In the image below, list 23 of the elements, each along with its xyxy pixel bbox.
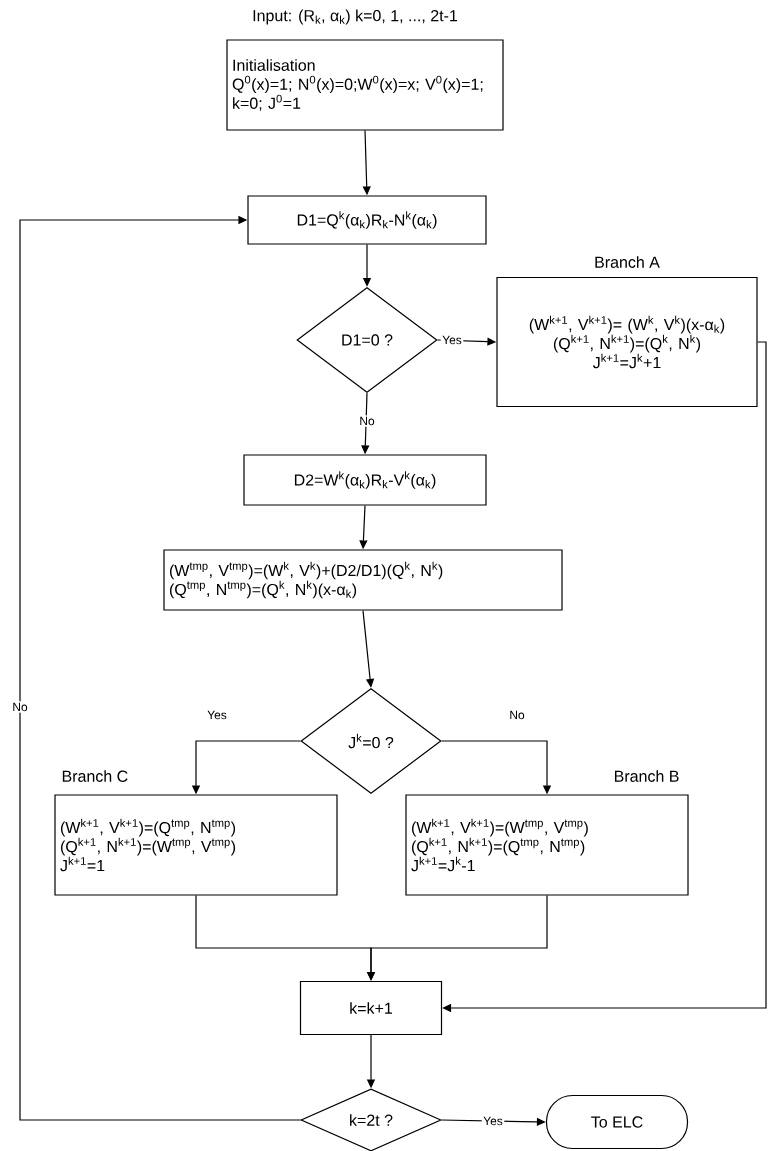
edge-label: No bbox=[507, 709, 527, 721]
arrow bbox=[441, 1117, 546, 1126]
process-box: D2=W$^{k}$(α$_{k}$)R$_{k}$-V$^{k}$(α$_{k}$) bbox=[243, 454, 487, 506]
edge-label: No bbox=[10, 701, 30, 713]
arrow bbox=[362, 610, 375, 688]
process-box: D1=Q$^{k}$(α$_{k}$)R$_{k}$-N$^{k}$(α$_{k}$) bbox=[247, 195, 487, 245]
edge-label: Yes bbox=[440, 334, 464, 346]
process-box: Initialisation Q$^{0}$(x)=1; N$^{0}$(x)=0;W$^{0}$(x)=x; V$^{0}$(x)=1; k=0; J$^{0}$=1 bbox=[226, 39, 504, 131]
arrow bbox=[442, 341, 767, 1013]
process-box: (W$^{tmp}$, V$^{tmp}$)=(W$^{k}$, V$^{k}$)+(D2/D1)(Q$^{k}$, N$^{k}$) (Q$^{tmp}$, N$^{tmp}$)=(Q$^{k}$, N$^{k}$)(x-α$_{k}$) bbox=[163, 549, 563, 611]
process-box: (W$^{k+1}$, V$^{k+1}$)= (W$^{k}$, V$^{k}$)(x-α$_{k}$) (Q$^{k+1}$, N$^{k+1}$)=(Q$^{k}$, N$^{k}$) J$^{k+1}$=J$^{k}$+1 bbox=[496, 276, 758, 408]
branch-heading: Branch C bbox=[62, 770, 128, 782]
process-box: (W$^{k+1}$, V$^{k+1}$)=(W$^{tmp}$, V$^{tmp}$) (Q$^{k+1}$, N$^{k+1}$)=(Q$^{tmp}$, N$^{tmp}$) J$^{k+1}$=J$^{k}$-1 bbox=[405, 794, 689, 896]
edge-label: Yes bbox=[205, 709, 229, 721]
edge-label: Yes bbox=[481, 1115, 505, 1127]
arrow bbox=[19, 215, 301, 1121]
terminal-box: To ELC bbox=[545, 1094, 689, 1150]
branch-heading: Branch A bbox=[595, 256, 660, 268]
title: Input: (R$_{k}$, α$_{k}$) k=0, 1, ..., 2t-1 bbox=[253, 9, 458, 25]
branch-heading: Branch B bbox=[615, 770, 679, 782]
process-box: (W$^{k+1}$, V$^{k+1}$)=(Q$^{tmp}$, N$^{tmp}$) (Q$^{k+1}$, N$^{k+1}$)=(W$^{tmp}$, V$^{tmp}$) J$^{k+1}$=1 bbox=[54, 794, 338, 896]
edge-label: No bbox=[357, 415, 377, 427]
process-box: k=k+1 bbox=[299, 980, 443, 1036]
